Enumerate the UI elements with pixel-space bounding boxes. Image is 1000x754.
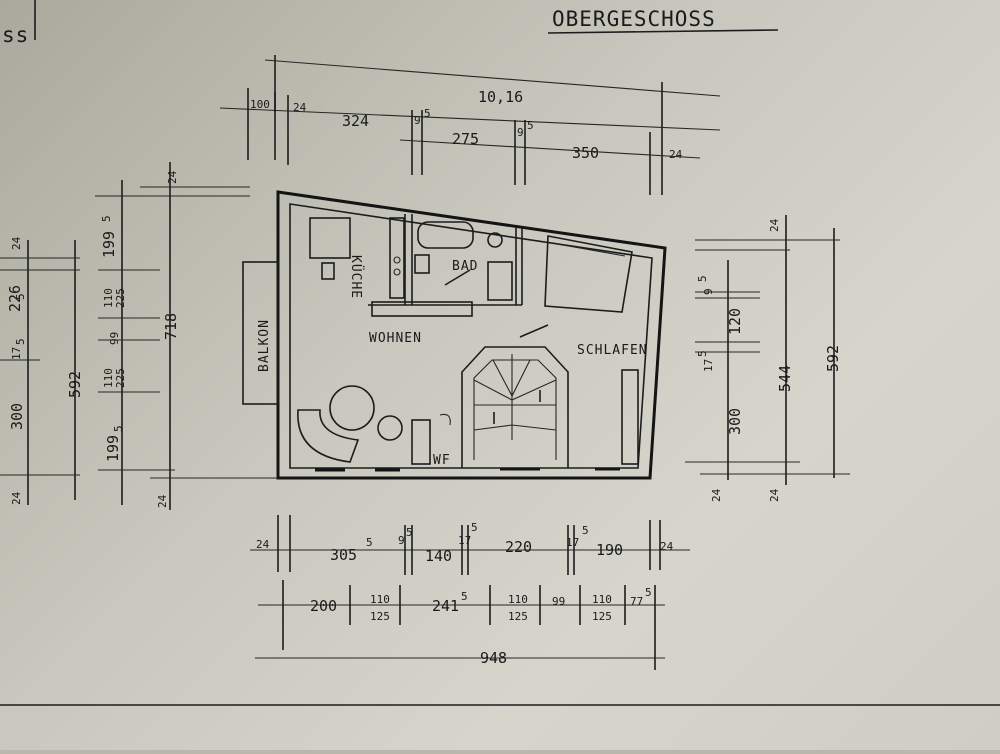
edge-text: ss xyxy=(2,23,29,47)
dim-right-sup-b: 5 xyxy=(696,350,709,357)
bottom-dimensions xyxy=(250,515,690,670)
dim-bot2-110a: 110 xyxy=(370,593,390,606)
dim-left-sup-a: 5 xyxy=(14,293,27,300)
room-label-balkon: BALKON xyxy=(257,319,272,372)
dim-top-24a: 24 xyxy=(293,101,307,114)
dim-bot-190: 190 xyxy=(596,541,623,559)
dim-bot-sup-c: 5 xyxy=(471,521,478,534)
dim-left-sup-d: 5 xyxy=(112,425,125,432)
dim-bot2-110c: 110 xyxy=(592,593,612,606)
dim-left-199b: 199 xyxy=(104,435,122,462)
dim-left-592: 592 xyxy=(66,371,84,398)
dim-bot2-sup-a: 5 xyxy=(461,590,468,603)
dim-left-110b: 110 xyxy=(102,368,115,388)
dim-top-24b: 24 xyxy=(669,148,683,161)
dim-top-sup-b: 5 xyxy=(527,119,534,132)
dim-bot2-77: 77 xyxy=(630,595,643,608)
dim-left-24c: 24 xyxy=(166,170,179,184)
dim-bot2-125a: 125 xyxy=(370,610,390,623)
top-dimensions xyxy=(219,55,721,195)
left-dimensions xyxy=(0,162,278,510)
dim-bot2-sup-b: 5 xyxy=(645,586,652,599)
dim-bot-305: 305 xyxy=(330,546,357,564)
dim-bot2-99: 99 xyxy=(552,595,565,608)
dim-right-17: 17 xyxy=(702,359,715,372)
dim-right-24a: 24 xyxy=(768,218,781,232)
dim-top-sup-a: 5 xyxy=(424,107,431,120)
dim-bot-17b: 17 xyxy=(566,536,579,549)
dim-bot2-241: 241 xyxy=(432,597,459,615)
dim-left-24a: 24 xyxy=(10,236,23,250)
dim-bot-24b: 24 xyxy=(660,540,674,553)
room-label-kueche: KÜCHE xyxy=(348,255,365,299)
dim-top-100: 100 xyxy=(250,98,270,111)
dim-left-sup-b: 5 xyxy=(14,338,27,345)
dim-left-718: 718 xyxy=(162,313,180,340)
dim-bot-sup-a: 5 xyxy=(366,536,373,549)
dim-left-300: 300 xyxy=(8,403,26,430)
dim-right-592: 592 xyxy=(824,345,842,372)
building-outline xyxy=(242,190,667,480)
dim-bot2-125b: 125 xyxy=(508,610,528,623)
dim-left-17: 17 xyxy=(10,347,23,360)
dim-left-sup-c: 5 xyxy=(100,215,113,222)
dim-left-24d: 24 xyxy=(156,494,169,508)
dim-bot-220: 220 xyxy=(505,538,532,556)
dim-left-24b: 24 xyxy=(10,491,23,505)
dim-right-24c: 24 xyxy=(768,488,781,502)
title-underline xyxy=(547,29,779,34)
dim-right-sup-a: 5 xyxy=(696,275,709,282)
dim-bot2-125c: 125 xyxy=(592,610,612,623)
dim-left-199a: 199 xyxy=(100,231,118,258)
dim-bot-sup-d: 5 xyxy=(582,524,589,537)
dim-left-110a: 110 xyxy=(102,288,115,308)
dim-bot-sup-b: 5 xyxy=(406,526,413,539)
dim-left-225a: 225 xyxy=(114,288,127,308)
drawing-title: OBERGESCHOSS xyxy=(552,7,716,31)
dim-bot-9: 9 xyxy=(398,534,405,547)
dim-bot-17a: 17 xyxy=(458,534,471,547)
dim-top-350: 350 xyxy=(572,144,599,162)
dim-bot-24a: 24 xyxy=(256,538,270,551)
dim-left-225b: 225 xyxy=(114,368,127,388)
room-label-schlafen: SCHLAFEN xyxy=(577,343,648,358)
dim-bot2-110b: 110 xyxy=(508,593,528,606)
dim-bot2-200: 200 xyxy=(310,597,337,615)
room-label-wohnen: WOHNEN xyxy=(369,331,422,346)
dim-right-24b: 24 xyxy=(710,488,723,502)
right-dimensions xyxy=(685,215,850,485)
staircase xyxy=(461,346,569,468)
dim-top-9b: 9 xyxy=(517,126,524,139)
dim-right-300: 300 xyxy=(726,408,744,435)
dim-right-9: 9 xyxy=(702,288,715,295)
dim-top-9a: 9 xyxy=(414,114,421,127)
dim-top-275: 275 xyxy=(452,130,479,148)
dim-top-total: 10,16 xyxy=(478,88,523,106)
room-label-wf: WF xyxy=(433,453,451,468)
dim-bot-140: 140 xyxy=(425,547,452,565)
balcony-outline xyxy=(242,261,279,405)
dim-right-120: 120 xyxy=(726,308,744,335)
room-label-bad: BAD xyxy=(452,259,478,274)
dim-left-226: 226 xyxy=(6,285,24,312)
dim-left-99: 99 xyxy=(108,332,121,345)
dim-total-bottom: 948 xyxy=(480,649,507,667)
dim-right-544: 544 xyxy=(776,365,794,392)
dim-top-324: 324 xyxy=(342,112,369,130)
